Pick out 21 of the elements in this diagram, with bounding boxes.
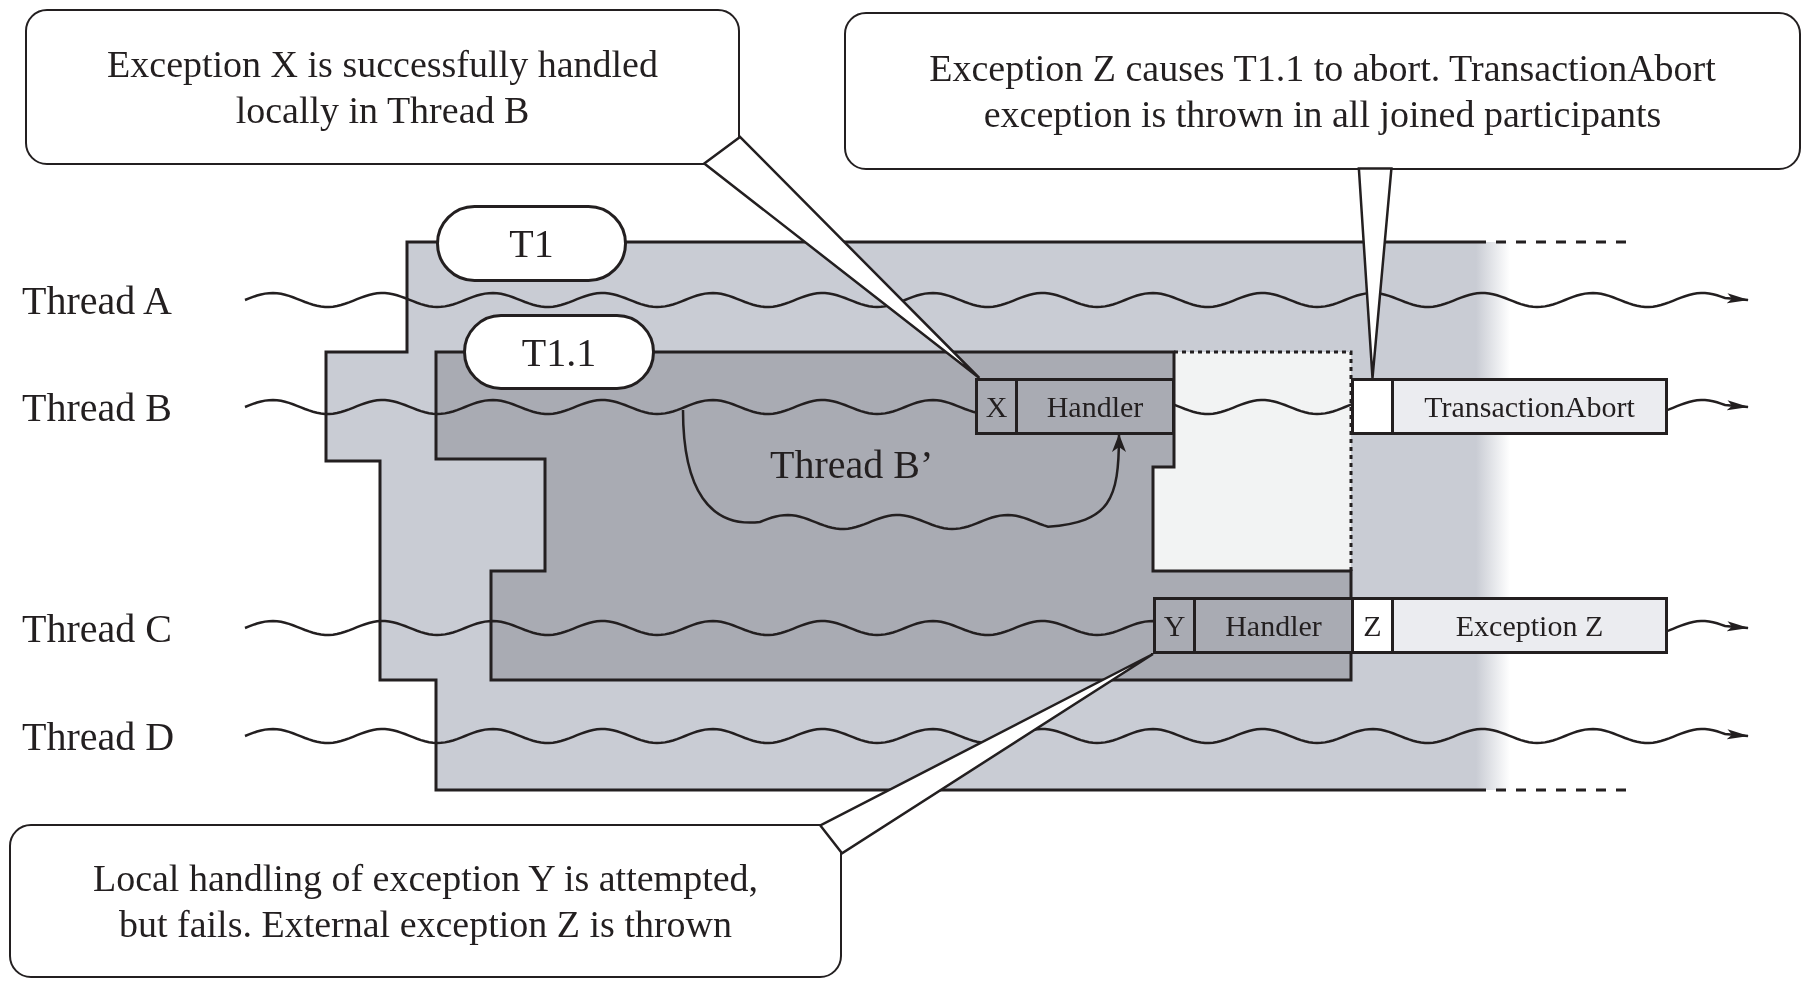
transaction-label: T1.1 [463, 314, 655, 390]
arrow [681, 409, 1126, 531]
exception-cell: Handler [1015, 378, 1175, 435]
thread-label: Thread D [22, 717, 175, 757]
thread-label: Thread B [22, 388, 172, 428]
exception-cell: Handler [1193, 597, 1354, 654]
leader-line [702, 135, 981, 380]
leader-line [818, 652, 1155, 855]
exception-cell: X [975, 378, 1018, 435]
thread-label: Thread B’ [770, 445, 934, 485]
exception-cell: Z [1351, 597, 1394, 654]
callout-box: Local handling of exception Y is attempted, but fails. External exception Z is thrown [9, 824, 842, 978]
thread-label: Thread A [22, 281, 172, 321]
transaction-label: T1 [436, 205, 627, 282]
empty-cell [1351, 378, 1394, 435]
leader-line [1357, 167, 1393, 380]
exception-cell: Y [1153, 597, 1196, 654]
thread-label: Thread C [22, 609, 172, 649]
callout-box: Exception X is successfully handled locally in Thread B [25, 9, 740, 165]
exception-cell: TransactionAbort [1391, 378, 1668, 435]
exception-cell: Exception Z [1391, 597, 1668, 654]
